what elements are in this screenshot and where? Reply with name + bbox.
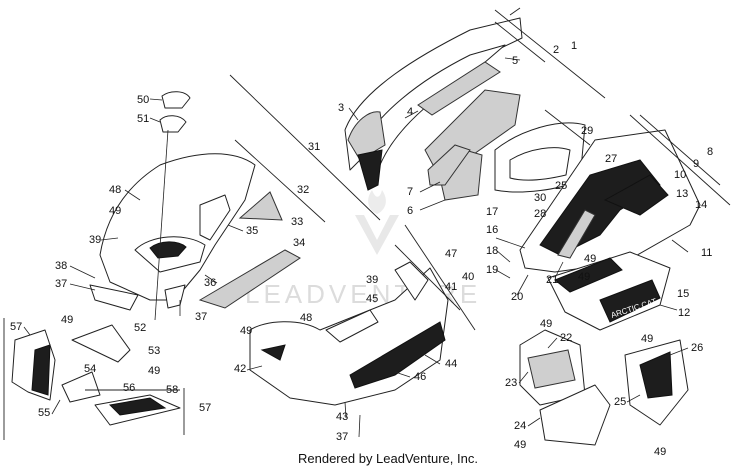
callout-42[interactable]: 42 (234, 363, 246, 375)
callout-6[interactable]: 6 (407, 205, 413, 217)
callout-41[interactable]: 41 (445, 281, 457, 293)
callout-58[interactable]: 58 (166, 384, 178, 396)
callout-43[interactable]: 43 (336, 411, 348, 423)
callout-7[interactable]: 7 (407, 186, 413, 198)
callout-49h[interactable]: 49 (514, 439, 526, 451)
callout-15[interactable]: 15 (677, 288, 689, 300)
callout-32[interactable]: 32 (297, 184, 309, 196)
callout-49e[interactable]: 49 (578, 271, 590, 283)
side-panel-assembly: ARCTIC CAT (494, 122, 701, 331)
callout-14[interactable]: 14 (695, 199, 707, 211)
callout-48b[interactable]: 48 (300, 312, 312, 324)
callout-45[interactable]: 45 (366, 293, 378, 305)
callout-49i[interactable]: 49 (654, 446, 666, 458)
callout-56[interactable]: 56 (123, 382, 135, 394)
callout-37b[interactable]: 37 (195, 311, 207, 323)
nose-assembly (89, 91, 301, 311)
callout-33[interactable]: 33 (291, 216, 303, 228)
hood-assembly (344, 17, 523, 201)
callout-4[interactable]: 4 (407, 106, 413, 118)
callout-57b[interactable]: 57 (199, 402, 211, 414)
callout-19[interactable]: 19 (486, 264, 498, 276)
callout-28[interactable]: 28 (534, 208, 546, 220)
callout-49a[interactable]: 49 (109, 205, 121, 217)
callout-11[interactable]: 11 (701, 247, 712, 259)
callout-37a[interactable]: 37 (55, 278, 67, 290)
callout-55[interactable]: 55 (38, 407, 50, 419)
callout-25a[interactable]: 25 (555, 180, 567, 192)
callout-5[interactable]: 5 (512, 55, 518, 67)
callout-49g[interactable]: 49 (641, 333, 653, 345)
callout-44[interactable]: 44 (445, 358, 457, 370)
callout-54[interactable]: 54 (84, 363, 96, 375)
callout-30[interactable]: 30 (534, 192, 546, 204)
callout-labels: 1 2 3 4 5 6 7 8 9 10 11 12 13 14 15 16 1… (10, 40, 713, 458)
brackets (3, 7, 731, 440)
callout-34[interactable]: 34 (293, 237, 305, 249)
callout-1[interactable]: 1 (571, 40, 577, 52)
callout-48a[interactable]: 48 (109, 184, 121, 196)
callout-18[interactable]: 18 (486, 245, 498, 257)
callout-29[interactable]: 29 (581, 125, 593, 137)
callout-49d[interactable]: 49 (240, 325, 252, 337)
callout-57a[interactable]: 57 (10, 321, 22, 333)
lower-left-panels (11, 324, 181, 426)
callout-35[interactable]: 35 (246, 225, 258, 237)
callout-10[interactable]: 10 (674, 169, 686, 181)
callout-16[interactable]: 16 (486, 224, 498, 236)
callout-27[interactable]: 27 (605, 153, 617, 165)
render-caption: Rendered by LeadVenture, Inc. (298, 451, 478, 466)
callout-8[interactable]: 8 (707, 146, 713, 158)
callout-50[interactable]: 50 (137, 94, 149, 106)
callout-37c[interactable]: 37 (336, 431, 348, 443)
callout-12[interactable]: 12 (678, 307, 690, 319)
callout-23[interactable]: 23 (505, 377, 517, 389)
callout-49f[interactable]: 49 (540, 318, 552, 330)
belly-pan-assembly (249, 261, 449, 406)
callout-26[interactable]: 26 (691, 342, 703, 354)
callout-53[interactable]: 53 (148, 345, 160, 357)
callout-9[interactable]: 9 (693, 158, 699, 170)
callout-25b[interactable]: 25 (614, 396, 626, 408)
callout-22[interactable]: 22 (560, 332, 572, 344)
callout-17[interactable]: 17 (486, 206, 498, 218)
callout-38[interactable]: 38 (55, 260, 67, 272)
callout-52[interactable]: 52 (134, 322, 146, 334)
callout-39a[interactable]: 39 (89, 234, 101, 246)
callout-47[interactable]: 47 (445, 248, 457, 260)
callout-51[interactable]: 51 (137, 113, 149, 125)
callout-31[interactable]: 31 (308, 141, 320, 153)
lower-right-panels (519, 329, 689, 446)
callout-2[interactable]: 2 (553, 44, 559, 56)
callout-24[interactable]: 24 (514, 420, 526, 432)
callout-39b[interactable]: 39 (366, 274, 378, 286)
callout-13[interactable]: 13 (676, 188, 688, 200)
callout-20[interactable]: 20 (511, 291, 523, 303)
callout-49j[interactable]: 49 (584, 253, 596, 265)
leader-lines (23, 57, 689, 438)
callout-49c[interactable]: 49 (148, 365, 160, 377)
callout-3[interactable]: 3 (338, 102, 344, 114)
callout-46[interactable]: 46 (414, 371, 426, 383)
callout-49b[interactable]: 49 (61, 314, 73, 326)
callout-40[interactable]: 40 (462, 271, 474, 283)
